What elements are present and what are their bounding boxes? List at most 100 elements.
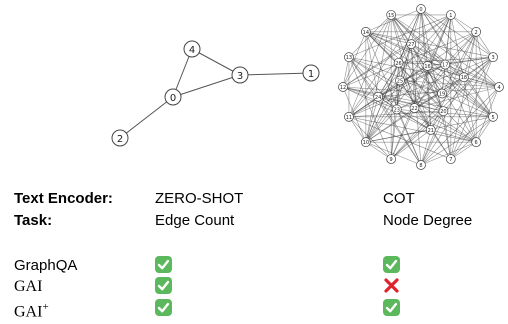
edge-24-27 bbox=[377, 43, 412, 97]
edge-2-3 bbox=[475, 31, 494, 58]
edge-6-17 bbox=[444, 64, 477, 143]
edge-4-27 bbox=[411, 43, 500, 88]
edge-17-27 bbox=[411, 43, 446, 65]
node-label-11: 11 bbox=[346, 115, 352, 121]
check-icon bbox=[383, 299, 400, 316]
edge-14-24 bbox=[365, 31, 379, 97]
node-label-26: 26 bbox=[395, 61, 401, 67]
edge-23-27 bbox=[396, 44, 412, 110]
node-5 bbox=[488, 111, 498, 122]
edge-4-25 bbox=[399, 80, 500, 88]
edge-2-21 bbox=[430, 31, 477, 131]
node-20 bbox=[438, 106, 449, 117]
edge-13-23 bbox=[348, 56, 398, 110]
method-gai-plus-sup: + bbox=[42, 301, 49, 313]
edge-12-15 bbox=[342, 14, 392, 88]
edge-1-22 bbox=[414, 14, 452, 109]
node-label-4: 4 bbox=[189, 45, 195, 56]
edge-16-20 bbox=[427, 65, 444, 112]
edge-19-23 bbox=[396, 93, 443, 110]
edge-14-17 bbox=[365, 31, 446, 65]
node-label-25: 25 bbox=[397, 78, 403, 84]
node-label-1: 1 bbox=[308, 69, 314, 80]
edge-21-26 bbox=[398, 62, 432, 131]
edge-4-22 bbox=[414, 86, 500, 109]
edge-17-24 bbox=[377, 64, 446, 98]
node-label-23: 23 bbox=[394, 107, 400, 113]
node-4 bbox=[494, 82, 504, 92]
node-8 bbox=[416, 160, 426, 170]
node-25 bbox=[395, 75, 405, 86]
node-label-19: 19 bbox=[439, 92, 445, 98]
edge-4-17 bbox=[445, 64, 500, 88]
edge-13-19 bbox=[348, 56, 443, 94]
edge-22-27 bbox=[410, 44, 415, 109]
edge-10-11 bbox=[348, 116, 367, 143]
node-label-24: 24 bbox=[375, 95, 381, 101]
edge-10-26 bbox=[365, 62, 399, 143]
edge-20-27 bbox=[410, 43, 444, 112]
node-18 bbox=[459, 72, 469, 83]
edge-3-4 bbox=[191, 48, 241, 76]
node-17 bbox=[440, 59, 451, 70]
node-4 bbox=[183, 40, 201, 58]
edge-8-24 bbox=[377, 96, 422, 166]
edge-11-15 bbox=[348, 14, 392, 117]
edge-21-24 bbox=[377, 96, 431, 131]
col2-task: Node Degree bbox=[383, 212, 473, 229]
node-label-22: 22 bbox=[411, 106, 417, 112]
edge-11-27 bbox=[348, 43, 412, 118]
edge-0-3 bbox=[172, 74, 241, 98]
edge-17-22 bbox=[414, 64, 446, 109]
node-21 bbox=[425, 125, 436, 135]
node-label-17: 17 bbox=[442, 63, 448, 69]
edge-4-18 bbox=[463, 76, 500, 88]
node-2 bbox=[111, 129, 129, 147]
node-3 bbox=[488, 52, 498, 63]
node-10 bbox=[360, 137, 371, 148]
node-label-7: 7 bbox=[449, 157, 452, 163]
node-24 bbox=[373, 91, 383, 102]
node-label-2: 2 bbox=[475, 30, 478, 36]
edge-6-21 bbox=[430, 129, 477, 143]
node-14 bbox=[360, 26, 371, 37]
edge-2-17 bbox=[444, 31, 477, 65]
node-label-9: 9 bbox=[390, 157, 393, 163]
edge-0-2 bbox=[119, 96, 174, 139]
edge-0-11 bbox=[348, 8, 422, 118]
node-9 bbox=[386, 154, 397, 164]
edge-17-26 bbox=[398, 62, 446, 65]
edge-5-19 bbox=[441, 93, 494, 118]
edge-23-26 bbox=[396, 62, 399, 110]
edge-10-15 bbox=[365, 14, 392, 143]
edge-8-13 bbox=[348, 56, 422, 166]
node-15 bbox=[386, 10, 397, 20]
node-27 bbox=[406, 39, 417, 49]
edge-20-24 bbox=[378, 96, 444, 112]
edge-10-12 bbox=[342, 86, 367, 143]
node-3 bbox=[231, 66, 249, 84]
edge-5-18 bbox=[463, 77, 494, 118]
method-gai-plus-name: GAI bbox=[14, 303, 43, 321]
node-0 bbox=[416, 4, 426, 14]
edge-6-7 bbox=[450, 141, 477, 160]
edge-10-23 bbox=[365, 109, 398, 143]
edge-3-17 bbox=[445, 56, 494, 65]
edge-8-18 bbox=[420, 77, 465, 166]
node-label-12: 12 bbox=[340, 85, 346, 91]
node-label-0: 0 bbox=[170, 93, 176, 104]
edge-0-26 bbox=[398, 8, 422, 63]
edge-8-23 bbox=[396, 109, 422, 166]
check-icon bbox=[383, 256, 400, 273]
edge-12-20 bbox=[342, 86, 444, 112]
node-label-13: 13 bbox=[346, 55, 352, 61]
edge-0-18 bbox=[420, 8, 465, 78]
edge-22-26 bbox=[398, 62, 415, 109]
edge-14-26 bbox=[365, 31, 399, 64]
node-0 bbox=[164, 88, 182, 106]
method-gai: GAI bbox=[14, 278, 43, 295]
node-label-1: 1 bbox=[449, 13, 452, 19]
